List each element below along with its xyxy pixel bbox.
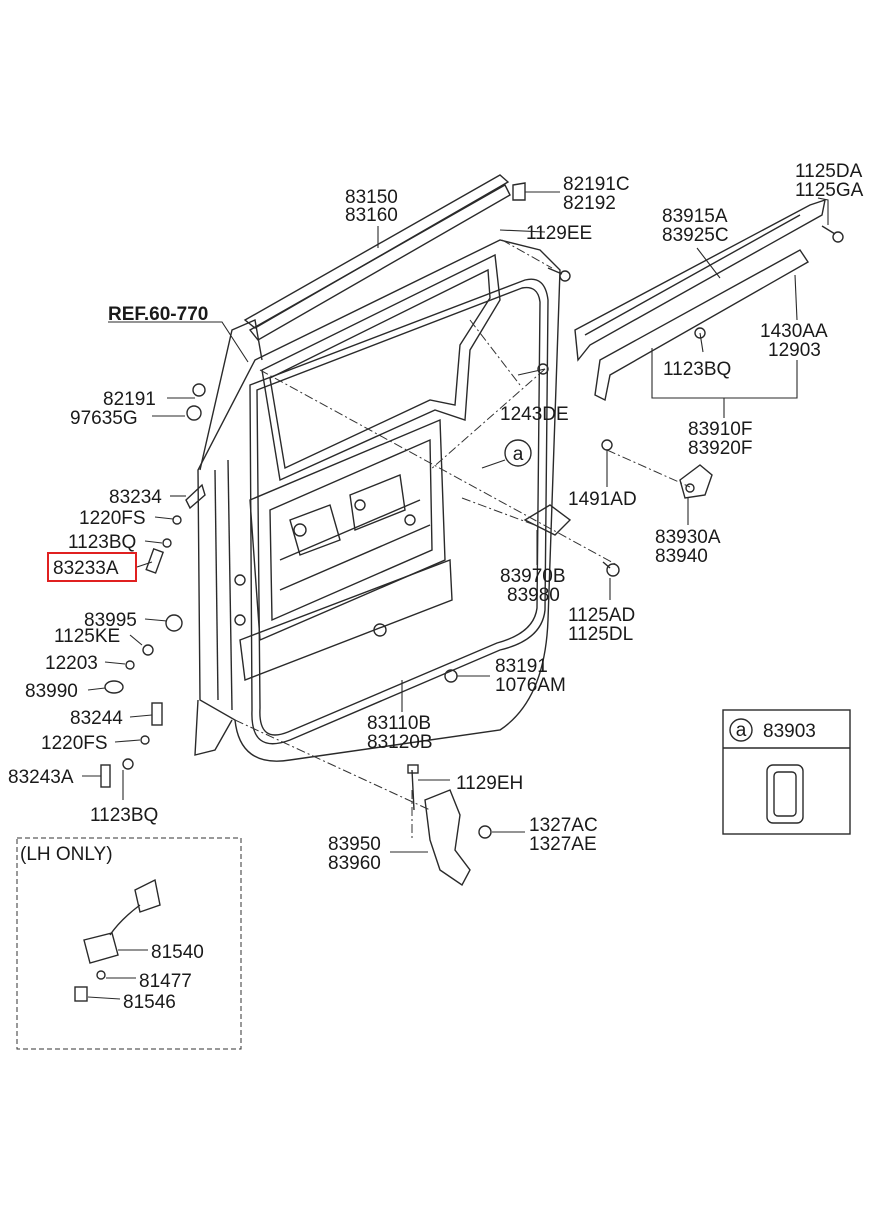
inset-callout-letter: a	[736, 720, 747, 741]
rail-assembly	[574, 198, 826, 402]
label-1125GA: 1125GA	[795, 180, 864, 201]
hinge-part	[679, 464, 713, 499]
label-12903: 12903	[768, 340, 821, 361]
label-83160: 83160	[345, 205, 398, 226]
label-81477: 81477	[139, 971, 192, 992]
label-83915A: 83915A	[662, 206, 728, 227]
label-1123BQ-left: 1123BQ	[68, 532, 136, 553]
label-1076AM: 1076AM	[495, 675, 566, 696]
fasteners	[100, 182, 844, 788]
label-83970B: 83970B	[500, 566, 566, 587]
label-82191C: 82191C	[563, 174, 630, 195]
label-83910F: 83910F	[688, 419, 752, 440]
bracket-part	[523, 504, 572, 536]
label-1243DE: 1243DE	[500, 404, 569, 425]
label-83120B: 83120B	[367, 732, 433, 753]
label-1129EE: 1129EE	[526, 223, 592, 244]
label-83940: 83940	[655, 546, 708, 567]
label-1327AE: 1327AE	[529, 834, 597, 855]
callout-a: a	[504, 439, 532, 467]
label-83925C: 83925C	[662, 225, 729, 246]
ref-label: REF.60-770	[108, 304, 208, 325]
label-1220FS-top: 1220FS	[79, 508, 146, 529]
label-1430AA: 1430AA	[760, 321, 828, 342]
inset-part-number: 83903	[763, 721, 816, 742]
door-panel	[194, 239, 561, 762]
label-81540: 81540	[151, 942, 204, 963]
upper-channel-part	[243, 174, 511, 341]
lh-only-label: (LH ONLY)	[20, 844, 113, 865]
label-1125DL: 1125DL	[568, 624, 633, 645]
label-83920F: 83920F	[688, 438, 752, 459]
label-1125DA: 1125DA	[795, 161, 863, 182]
label-12203: 12203	[45, 653, 98, 674]
label-83243A: 83243A	[8, 767, 74, 788]
label-1125AD: 1125AD	[568, 605, 635, 626]
leader-lines	[82, 191, 829, 853]
reference-lines	[234, 239, 691, 840]
label-82191: 82191	[103, 389, 156, 410]
label-83980: 83980	[507, 585, 560, 606]
weatherstrip-seal	[249, 278, 549, 745]
label-1327AC: 1327AC	[529, 815, 598, 836]
label-82192: 82192	[563, 193, 616, 214]
part-labels: REF.60-770 83150 83160 82191C 82192 1125…	[8, 161, 864, 1013]
label-83244: 83244	[70, 708, 123, 729]
label-83191: 83191	[495, 656, 548, 677]
inset-box-83903: a 83903	[722, 709, 851, 835]
label-1123BQ-bottom: 1123BQ	[90, 805, 158, 826]
callout-a-letter: a	[513, 444, 524, 465]
label-83995: 83995	[84, 610, 137, 631]
label-1491AD: 1491AD	[568, 489, 637, 510]
lh-only-box: (LH ONLY)	[16, 837, 242, 1050]
label-83110B: 83110B	[367, 713, 431, 734]
label-1123BQ-top: 1123BQ	[663, 359, 731, 380]
label-83960: 83960	[328, 853, 381, 874]
label-83233A: 83233A	[53, 558, 119, 579]
label-1129EH: 1129EH	[456, 773, 523, 794]
label-83950: 83950	[328, 834, 381, 855]
label-83150: 83150	[345, 187, 398, 208]
label-83930A: 83930A	[655, 527, 721, 548]
label-97635G: 97635G	[70, 408, 138, 429]
lower-hinge-part	[407, 764, 492, 887]
highlight-box-83233A	[47, 552, 137, 582]
label-1125KE: 1125KE	[54, 626, 120, 647]
label-1220FS-bottom: 1220FS	[41, 733, 108, 754]
label-81546: 81546	[123, 992, 176, 1013]
label-83990: 83990	[25, 681, 78, 702]
label-83234: 83234	[109, 487, 162, 508]
